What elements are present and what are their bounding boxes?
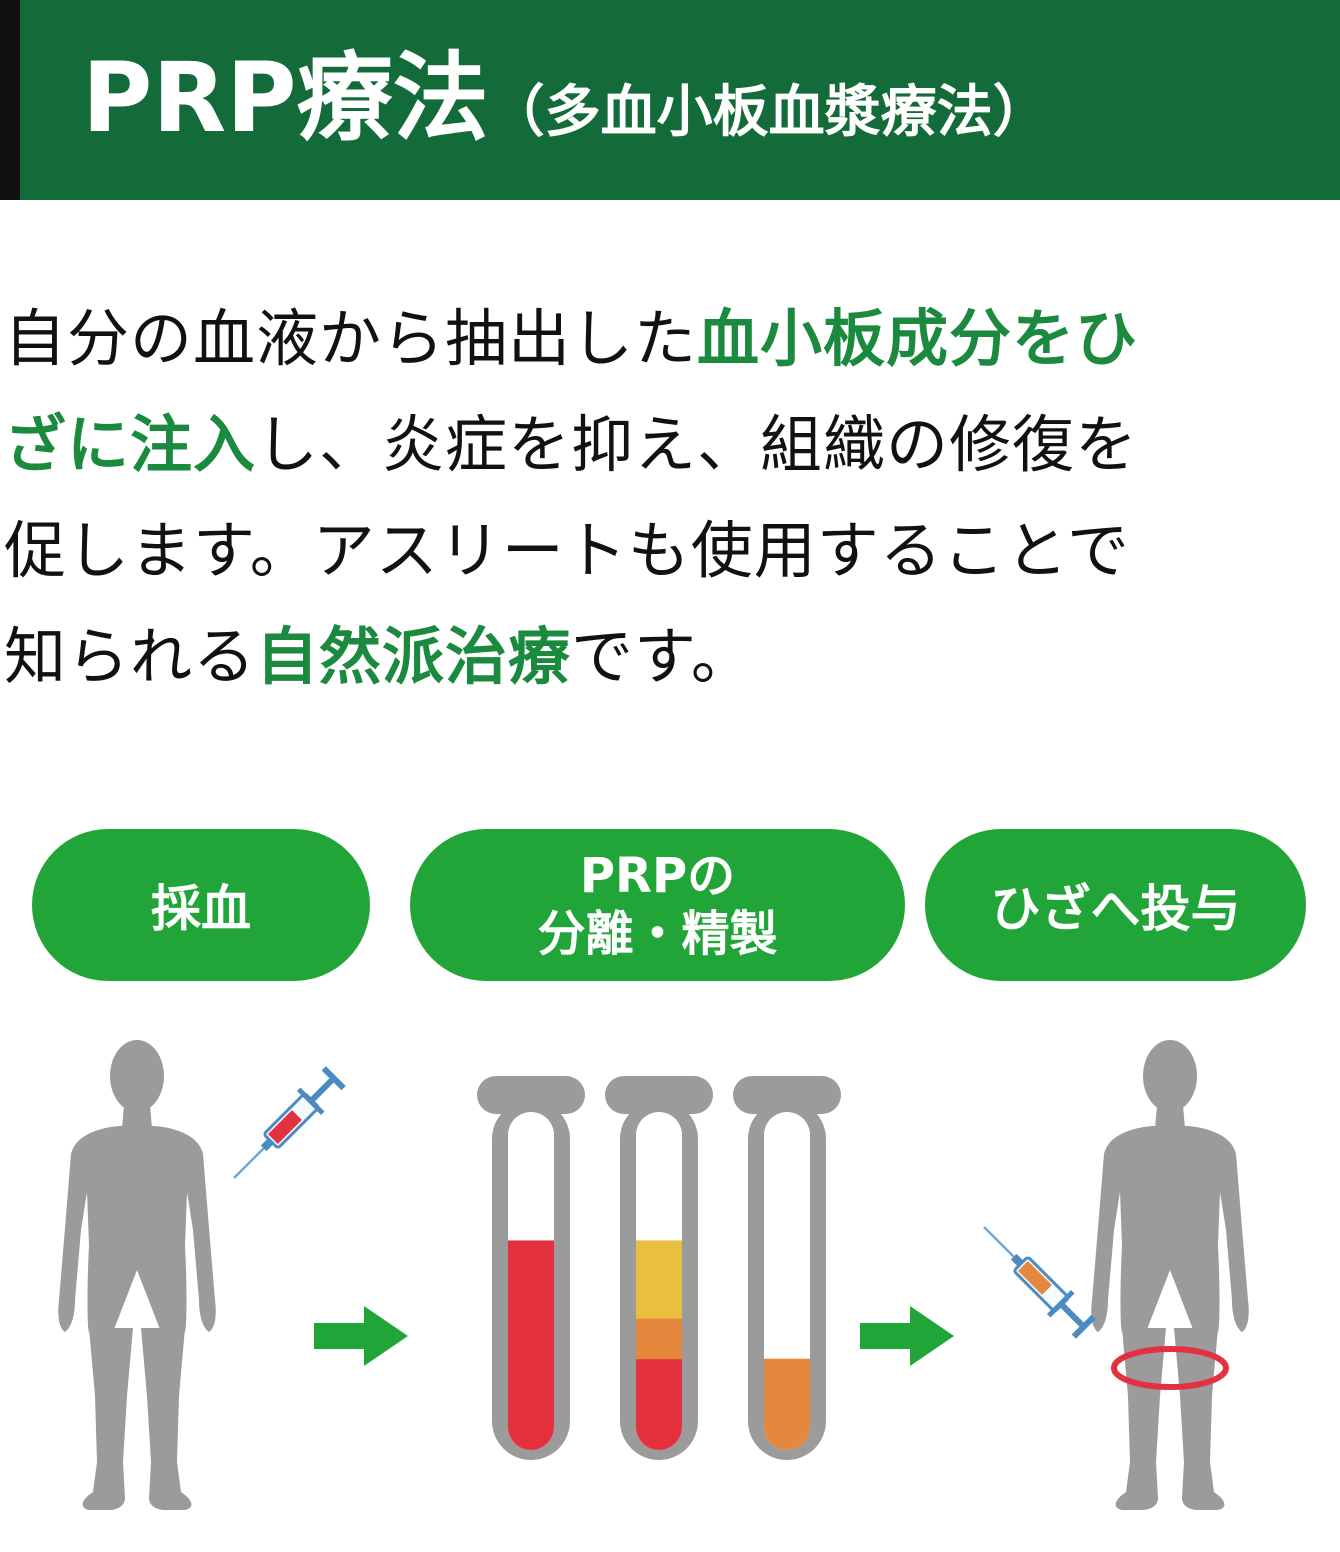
step-label: 採血 — [151, 880, 251, 938]
header-accent-bar — [0, 0, 20, 200]
intro-line-1: 自分の血液から抽出した血小板成分をひ — [4, 302, 1138, 375]
title-subtitle: （多血小板血漿療法） — [488, 80, 1049, 145]
patient-figure-icon — [58, 1040, 216, 1510]
intro-highlight: ざに注入 — [4, 408, 257, 481]
arrow-right-icon — [860, 1306, 954, 1366]
test-tubes — [477, 1076, 841, 1460]
knee-highlight-icon — [1111, 1346, 1229, 1390]
intro-text: です。 — [571, 620, 754, 693]
tube-layer-prp — [764, 1358, 810, 1450]
test-tube-icon — [605, 1076, 713, 1460]
step-label: ひざへ投与 — [990, 880, 1241, 938]
tube-layer-red-blood — [508, 1240, 554, 1450]
patient-figure-icon — [1091, 1040, 1249, 1510]
intro-text: 促します。アスリートも使用することで — [4, 514, 1130, 587]
intro-text: 自分の血液から抽出した — [4, 302, 698, 375]
intro-text: し、炎症を抑え、組織の修復を — [256, 408, 1139, 481]
tube-layer-plasma — [636, 1240, 682, 1319]
syringe-icon — [222, 1064, 348, 1190]
step-pill-blood-draw: 採血 — [32, 829, 370, 981]
page-title: PRP療法（多血小板血漿療法） — [82, 48, 1049, 170]
title-main: PRP療法 — [82, 42, 489, 154]
page-header: PRP療法（多血小板血漿療法） — [0, 0, 1340, 200]
step-pill-knee-injection: ひざへ投与 — [925, 829, 1306, 981]
syringe-icon — [972, 1215, 1098, 1341]
intro-line-3: 促します。アスリートも使用することで — [4, 514, 1130, 587]
tube-layer-buffy-coat — [636, 1318, 682, 1360]
step-label-line-2: 分離・精製 — [537, 906, 778, 962]
intro-line-2: ざに注入し、炎症を抑え、組織の修復を — [4, 408, 1138, 481]
intro-highlight: 自然派治療 — [256, 620, 572, 693]
test-tube-icon — [477, 1076, 585, 1460]
intro-highlight: 血小板成分をひ — [697, 302, 1139, 375]
test-tube-icon — [733, 1076, 841, 1460]
intro-paragraph: 自分の血液から抽出した血小板成分をひ ざに注入し、炎症を抑え、組織の修復を 促し… — [4, 286, 1340, 710]
intro-text: 知られる — [4, 620, 257, 693]
arrow-right-icon — [314, 1306, 408, 1366]
prp-process-illustration — [58, 1040, 1249, 1510]
intro-line-4: 知られる自然派治療です。 — [4, 620, 754, 693]
tube-layer-red-blood — [636, 1358, 682, 1450]
step-label-line-1: PRPの — [579, 848, 736, 904]
step-pill-separation: PRPの 分離・精製 — [410, 829, 905, 981]
